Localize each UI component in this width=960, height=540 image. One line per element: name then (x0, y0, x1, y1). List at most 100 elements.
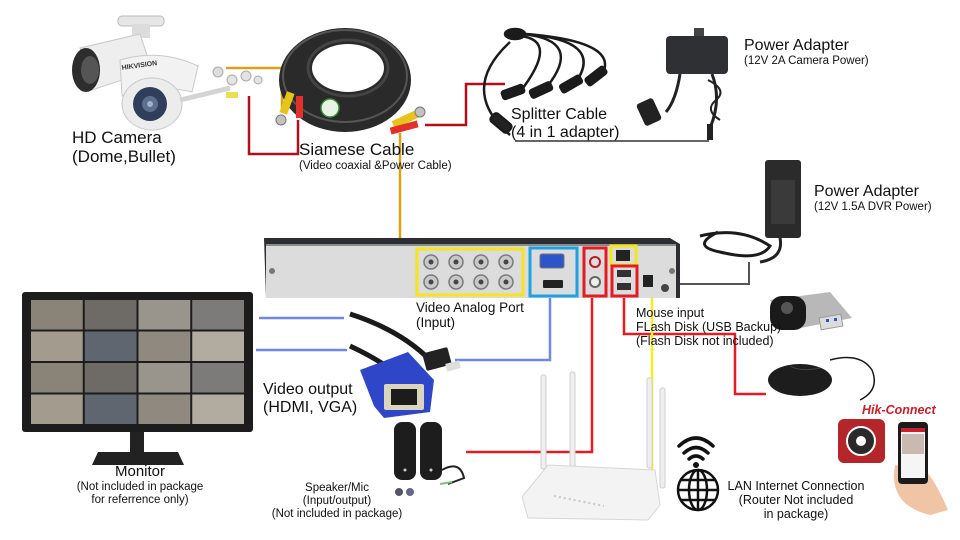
monitor-camera-tile (138, 394, 191, 424)
hdmi-port (543, 280, 563, 288)
dvr-power-adapter-icon (699, 160, 801, 264)
vga-hdmi-cable-icon (348, 311, 461, 418)
power-wire-camera (247, 96, 300, 156)
monitor-camera-tile (31, 363, 83, 393)
vga-port (539, 253, 565, 269)
camera-power-adapter-subtitle: (12V 2A Camera Power) (744, 54, 869, 67)
usb-flash-drive-icon (770, 292, 852, 331)
hd-camera-title: HD Camera (72, 128, 162, 147)
bnc-ports (423, 254, 514, 290)
speaker-mic-line-3: (Not included in package) (271, 507, 403, 520)
dvr-power-adapter-label: Power Adapter (12V 1.5A DVR Power) (814, 183, 932, 214)
monitor-label: Monitor (Not included in package for ref… (40, 463, 240, 507)
usb-ports-line-3: (Flash Disk not included) (636, 334, 774, 348)
bnc-port-pin (453, 279, 459, 285)
monitor-line-1: (Not included in package (76, 480, 204, 493)
video-output-subtitle: (HDMI, VGA) (263, 398, 358, 416)
video-analog-port-title: Video Analog Port (416, 300, 524, 315)
bnc-port-pin (428, 259, 434, 265)
monitor-camera-tile (192, 394, 244, 424)
globe-icon (676, 468, 720, 512)
coax-wire-camera (226, 66, 284, 108)
audio-highlight (582, 246, 608, 298)
lan-internet-label: LAN Internet Connection (Router Not incl… (714, 479, 878, 521)
bnc-port-pin (478, 279, 484, 285)
dvr-power-adapter-title: Power Adapter (814, 183, 919, 200)
siamese-cable-title: Siamese Cable (299, 140, 415, 159)
usb-ports-line-1: Mouse input (636, 306, 705, 320)
dvr-power-wire (660, 262, 750, 285)
usb-highlight (610, 264, 639, 298)
monitor-camera-grid (31, 300, 244, 424)
video-analog-port-subtitle: (Input) (416, 315, 456, 331)
splitter-cable-label: Splitter Cable (4 in 1 adapter) (511, 106, 620, 142)
speaker-icon (394, 422, 466, 496)
hik-connect-app-icon (838, 419, 885, 463)
audio-out-jack (589, 256, 601, 268)
monitor-camera-tile (84, 394, 137, 424)
speaker-mic-line-2: (Input/output) (302, 494, 372, 507)
camera-power-adapter-title: Power Adapter (744, 37, 849, 54)
monitor-camera-tile (138, 331, 191, 361)
splitter-cable-icon (482, 27, 608, 136)
monitor-camera-tile (31, 331, 83, 361)
usb-wire (622, 295, 766, 396)
monitor-camera-tile (84, 363, 137, 393)
router-icon (521, 371, 666, 521)
bnc-port-pin (453, 259, 459, 265)
lan-internet-line-1: LAN Internet Connection (727, 479, 865, 493)
wifi-icon (677, 436, 715, 461)
video-out-wire-3 (455, 278, 552, 362)
dc-power-jack (643, 275, 653, 287)
siamese-cable-subtitle: (Video coaxial &Power Cable) (299, 160, 452, 173)
wifi-dot (693, 462, 699, 468)
lan-internet-line-3: in package) (763, 507, 829, 521)
hd-camera-subtitle: (Dome,Bullet) (72, 147, 176, 167)
lan-port (616, 250, 630, 261)
monitor-title: Monitor (114, 463, 166, 480)
mouse-icon (768, 356, 875, 401)
monitor-line-2: for referrence only) (91, 493, 189, 506)
lan-internet-line-2: (Router Not included (738, 493, 854, 507)
hik-connect-brand-label: Hik-Connect (862, 403, 936, 417)
monitor-camera-tile (192, 331, 244, 361)
monitor-camera-tile (138, 363, 191, 393)
monitor-icon (22, 292, 253, 465)
smartphone-icon (894, 422, 948, 515)
siamese-cable-label: Siamese Cable (Video coaxial &Power Cabl… (299, 140, 452, 173)
video-analog-port-label: Video Analog Port (Input) (416, 300, 524, 330)
bnc-port-pin (428, 279, 434, 285)
monitor-camera-tile (84, 331, 137, 361)
usb-port-1 (617, 270, 631, 277)
dvr-icon (264, 238, 680, 298)
audio-wire (466, 292, 594, 454)
hd-camera-icon: HIKVISION (72, 15, 263, 131)
video-port-highlight (415, 247, 525, 297)
monitor-camera-tile (192, 300, 244, 330)
hd-camera-label: HD Camera (Dome,Bullet) (72, 128, 176, 166)
speaker-mic-label: Speaker/Mic (Input/output) (Not included… (252, 482, 422, 521)
monitor-camera-tile (84, 300, 137, 330)
siamese-cable-icon (275, 28, 426, 135)
monitor-camera-tile (192, 363, 244, 393)
bnc-port-pin (503, 259, 509, 265)
usb-port-2 (617, 283, 631, 290)
usb-ports-line-2: FLash Disk (USB Backup) (636, 320, 782, 334)
audio-in-jack (589, 276, 601, 288)
ground-screw (661, 284, 669, 292)
monitor-camera-tile (31, 394, 83, 424)
splitter-cable-title: Splitter Cable (511, 106, 608, 123)
camera-power-adapter-icon (636, 28, 728, 140)
video-output-title: Video output (263, 381, 353, 398)
speaker-mic-line-1: Speaker/Mic (305, 482, 369, 494)
camera-brand-label: HIKVISION (121, 60, 157, 72)
dvr-power-adapter-subtitle: (12V 1.5A DVR Power) (814, 200, 932, 213)
camera-power-adapter-label: Power Adapter (12V 2A Camera Power) (744, 37, 869, 68)
usb-ports-label: Mouse input FLash Disk (USB Backup) (Fla… (636, 306, 781, 348)
splitter-cable-subtitle: (4 in 1 adapter) (511, 123, 620, 141)
monitor-camera-tile (31, 300, 83, 330)
video-output-label: Video output (HDMI, VGA) (263, 381, 357, 417)
bnc-port-pin (503, 279, 509, 285)
